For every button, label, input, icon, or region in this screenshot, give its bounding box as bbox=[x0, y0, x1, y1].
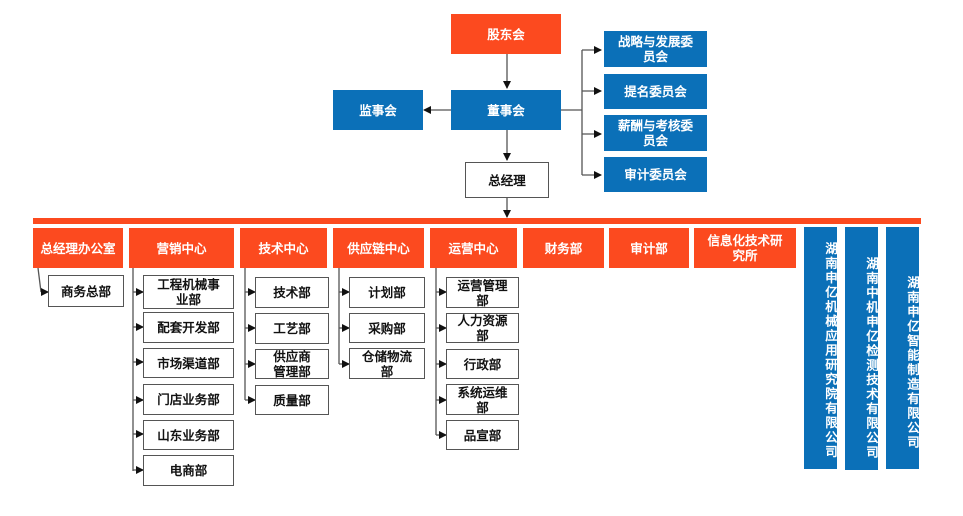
dept-store-business: 门店业务部 bbox=[143, 384, 234, 415]
supervisors-box: 监事会 bbox=[333, 90, 423, 130]
dept-procurement: 采购部 bbox=[349, 313, 425, 343]
branch-office bbox=[37, 267, 42, 293]
committee-strategy: 战略与发展委员会 bbox=[604, 31, 707, 67]
dept-audit: 审计部 bbox=[609, 228, 689, 268]
board-box: 董事会 bbox=[451, 90, 561, 130]
subsidiary-research-institute: 湖南申亿机械应用研究院有限公司 bbox=[804, 227, 838, 469]
center-marketing: 营销中心 bbox=[129, 228, 234, 268]
dept-planning: 计划部 bbox=[349, 277, 425, 308]
committee-nomination: 提名委员会 bbox=[604, 74, 707, 109]
dept-sys-ops: 系统运维部 bbox=[446, 384, 519, 415]
dept-business-hq: 商务总部 bbox=[48, 275, 124, 307]
subsidiary-intelligent-mfg: 湖南申亿智能制造有限公司 bbox=[886, 227, 920, 469]
dept-admin: 行政部 bbox=[446, 349, 519, 379]
dept-ecommerce: 电商部 bbox=[143, 455, 234, 486]
center-operations: 运营中心 bbox=[430, 228, 517, 268]
shareholders-box: 股东会 bbox=[451, 14, 561, 54]
center-gm-office: 总经理办公室 bbox=[33, 228, 123, 268]
committee-compensation: 薪酬与考核委员会 bbox=[604, 115, 707, 151]
dept-engineering-machinery: 工程机械事业部 bbox=[143, 275, 234, 309]
dept-process: 工艺部 bbox=[255, 313, 329, 344]
org-divider-bar bbox=[33, 218, 921, 224]
subsidiary-testing-tech: 湖南中机申亿检测技术有限公司 bbox=[845, 227, 879, 470]
dept-warehouse-logistics: 仓储物流部 bbox=[349, 348, 425, 379]
center-supply-chain: 供应链中心 bbox=[333, 228, 424, 268]
dept-shandong-business: 山东业务部 bbox=[143, 420, 234, 450]
dept-technology: 技术部 bbox=[255, 277, 329, 308]
dept-quality: 质量部 bbox=[255, 385, 329, 415]
general-manager-box: 总经理 bbox=[465, 162, 549, 198]
dept-it-research: 信息化技术研究所 bbox=[694, 228, 796, 268]
dept-supplier-mgmt: 供应商管理部 bbox=[255, 349, 329, 379]
dept-finance: 财务部 bbox=[523, 228, 604, 268]
dept-supporting-dev: 配套开发部 bbox=[143, 312, 234, 343]
center-tech: 技术中心 bbox=[240, 228, 327, 268]
dept-hr: 人力资源部 bbox=[446, 313, 519, 343]
dept-brand-promotion: 品宣部 bbox=[446, 420, 519, 450]
dept-market-channel: 市场渠道部 bbox=[143, 348, 234, 378]
committee-audit: 审计委员会 bbox=[604, 157, 707, 192]
dept-ops-mgmt: 运营管理部 bbox=[446, 277, 519, 308]
